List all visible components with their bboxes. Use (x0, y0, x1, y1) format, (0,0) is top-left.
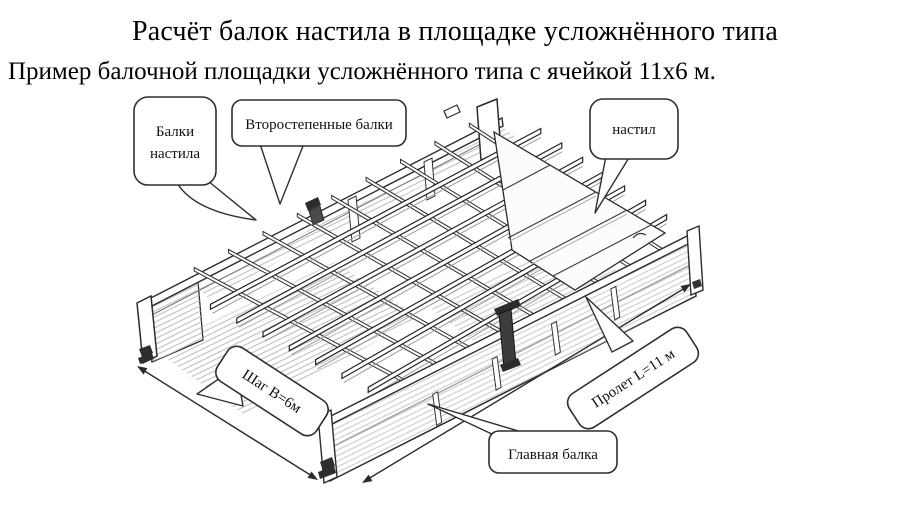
page-subtitle: Пример балочной площадки усложнённого ти… (8, 58, 716, 85)
callout-decking: настил (589, 98, 679, 214)
callout-deck-beams: Балки настила (133, 96, 257, 221)
page-title: Расчёт балок настила в площадке усложнён… (132, 16, 778, 47)
callout-secondary-beams-label: Второстепенные балки (245, 117, 393, 133)
callout-secondary-beams: Второстепенные балки (231, 99, 407, 205)
girder-splice-detail (494, 299, 521, 372)
decking-sheets (493, 130, 667, 291)
callout-main-beam-label: Главная балка (508, 447, 598, 463)
back-girder (136, 97, 504, 365)
span-dimension-arrow (362, 284, 691, 483)
callout-step-dimension: Шаг В=6м (196, 345, 329, 437)
callout-deck-beams-label-2: настила (150, 146, 200, 162)
callout-decking-label: настил (612, 122, 656, 138)
beam-joint-detail (305, 197, 325, 226)
callout-deck-beams-label-1: Балки (156, 124, 194, 140)
step-dimension-arrow (137, 366, 318, 480)
callout-main-beam: Главная балка (427, 403, 618, 474)
secondary-beam-ends (432, 285, 621, 427)
